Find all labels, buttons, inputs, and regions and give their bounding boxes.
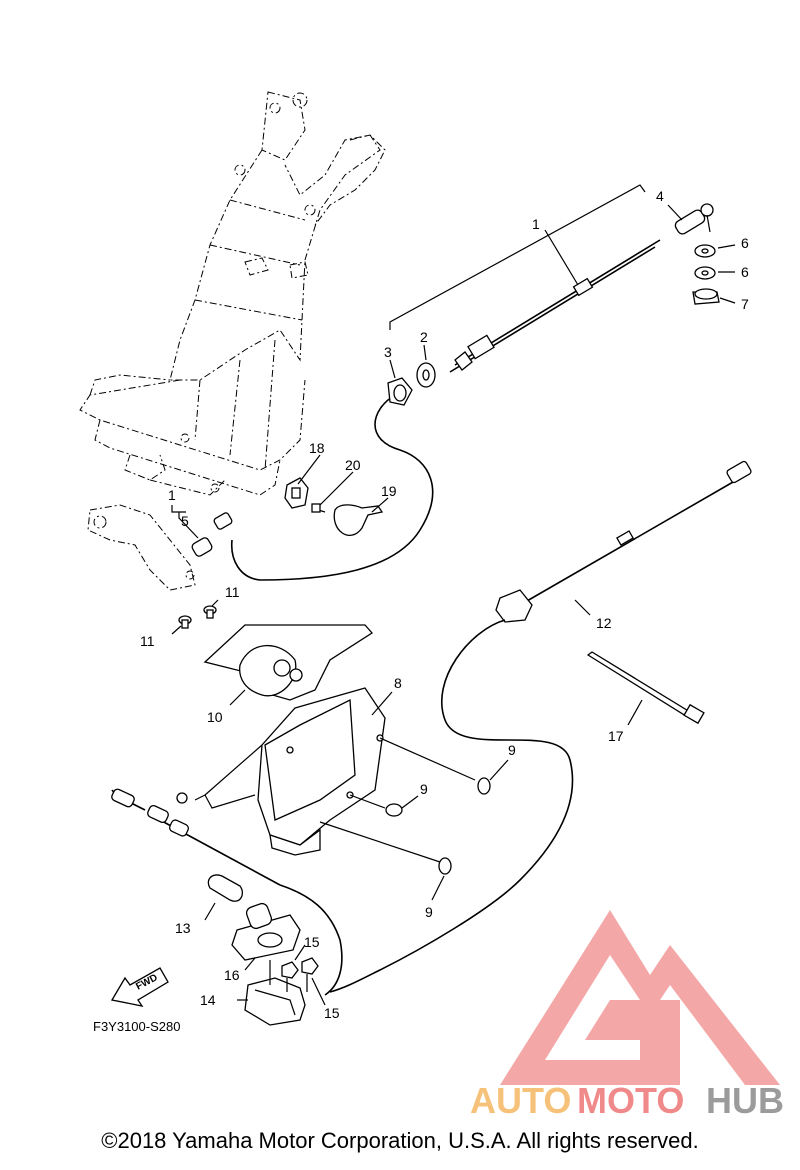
callout-17: 17 xyxy=(608,728,624,744)
callout-10: 10 xyxy=(207,709,223,725)
callout-8: 8 xyxy=(394,675,402,691)
watermark-logo-icon xyxy=(500,910,780,1085)
reference-code: F3Y3100-S280 xyxy=(93,1019,180,1034)
washers-and-nut xyxy=(692,244,720,305)
callout-15-top: 15 xyxy=(304,934,320,950)
cable-tie-part xyxy=(586,651,705,726)
callout-6-top: 6 xyxy=(741,235,749,251)
throttle-cable xyxy=(329,460,752,993)
callout-12: 12 xyxy=(596,615,612,631)
bolts-9 xyxy=(319,737,509,901)
washer-and-nut-lower xyxy=(387,362,436,406)
cable-end-part xyxy=(674,203,714,235)
clamp-assembly xyxy=(284,454,389,536)
callout-6-bottom: 6 xyxy=(741,264,749,280)
fwd-arrow-icon: FWD xyxy=(110,967,169,1007)
callout-9-bottom: 9 xyxy=(425,904,433,920)
nuts-15 xyxy=(281,944,326,1006)
callout-16: 16 xyxy=(224,967,240,983)
copyright-notice: ©2018 Yamaha Motor Corporation, U.S.A. A… xyxy=(101,1128,699,1153)
callout-3: 3 xyxy=(384,344,392,360)
callout-13: 13 xyxy=(175,920,191,936)
callout-18: 18 xyxy=(309,440,325,456)
mounting-bracket-part xyxy=(176,687,393,856)
callout-4: 4 xyxy=(656,188,664,204)
callout-1-upper: 1 xyxy=(532,216,540,232)
callout-11-left: 11 xyxy=(140,633,155,649)
callout-20: 20 xyxy=(345,457,361,473)
watermark-text: AUTO MOTO HUB xyxy=(470,1080,784,1121)
callout-9-middle: 9 xyxy=(420,781,428,797)
lower-bracket-part xyxy=(237,960,306,1026)
watermark-hub: HUB xyxy=(706,1080,784,1121)
callout-2: 2 xyxy=(420,329,428,345)
callout-19: 19 xyxy=(381,483,397,499)
screws-11 xyxy=(171,599,219,635)
callout-14: 14 xyxy=(200,992,216,1008)
callout-7: 7 xyxy=(741,296,749,312)
watermark-moto: MOTO xyxy=(577,1080,684,1121)
callout-9-top: 9 xyxy=(508,742,516,758)
engine-housing-outline xyxy=(79,91,386,591)
callout-labels: 1 1 2 3 4 5 6 6 7 8 9 9 9 10 11 11 12 13… xyxy=(140,188,749,1021)
callout-15-bottom: 15 xyxy=(324,1005,340,1021)
cable-connector-part xyxy=(171,505,233,557)
callout-1-lower: 1 xyxy=(168,487,176,503)
cable-cover-part xyxy=(203,624,373,706)
lower-shift-cable xyxy=(111,788,343,996)
shift-cable-upper xyxy=(231,239,661,581)
watermark-auto: AUTO xyxy=(470,1080,571,1121)
callout-5: 5 xyxy=(181,513,189,529)
callout-bracket-1 xyxy=(389,184,736,379)
grommet-part xyxy=(231,902,301,971)
callout-11-right: 11 xyxy=(225,584,240,600)
